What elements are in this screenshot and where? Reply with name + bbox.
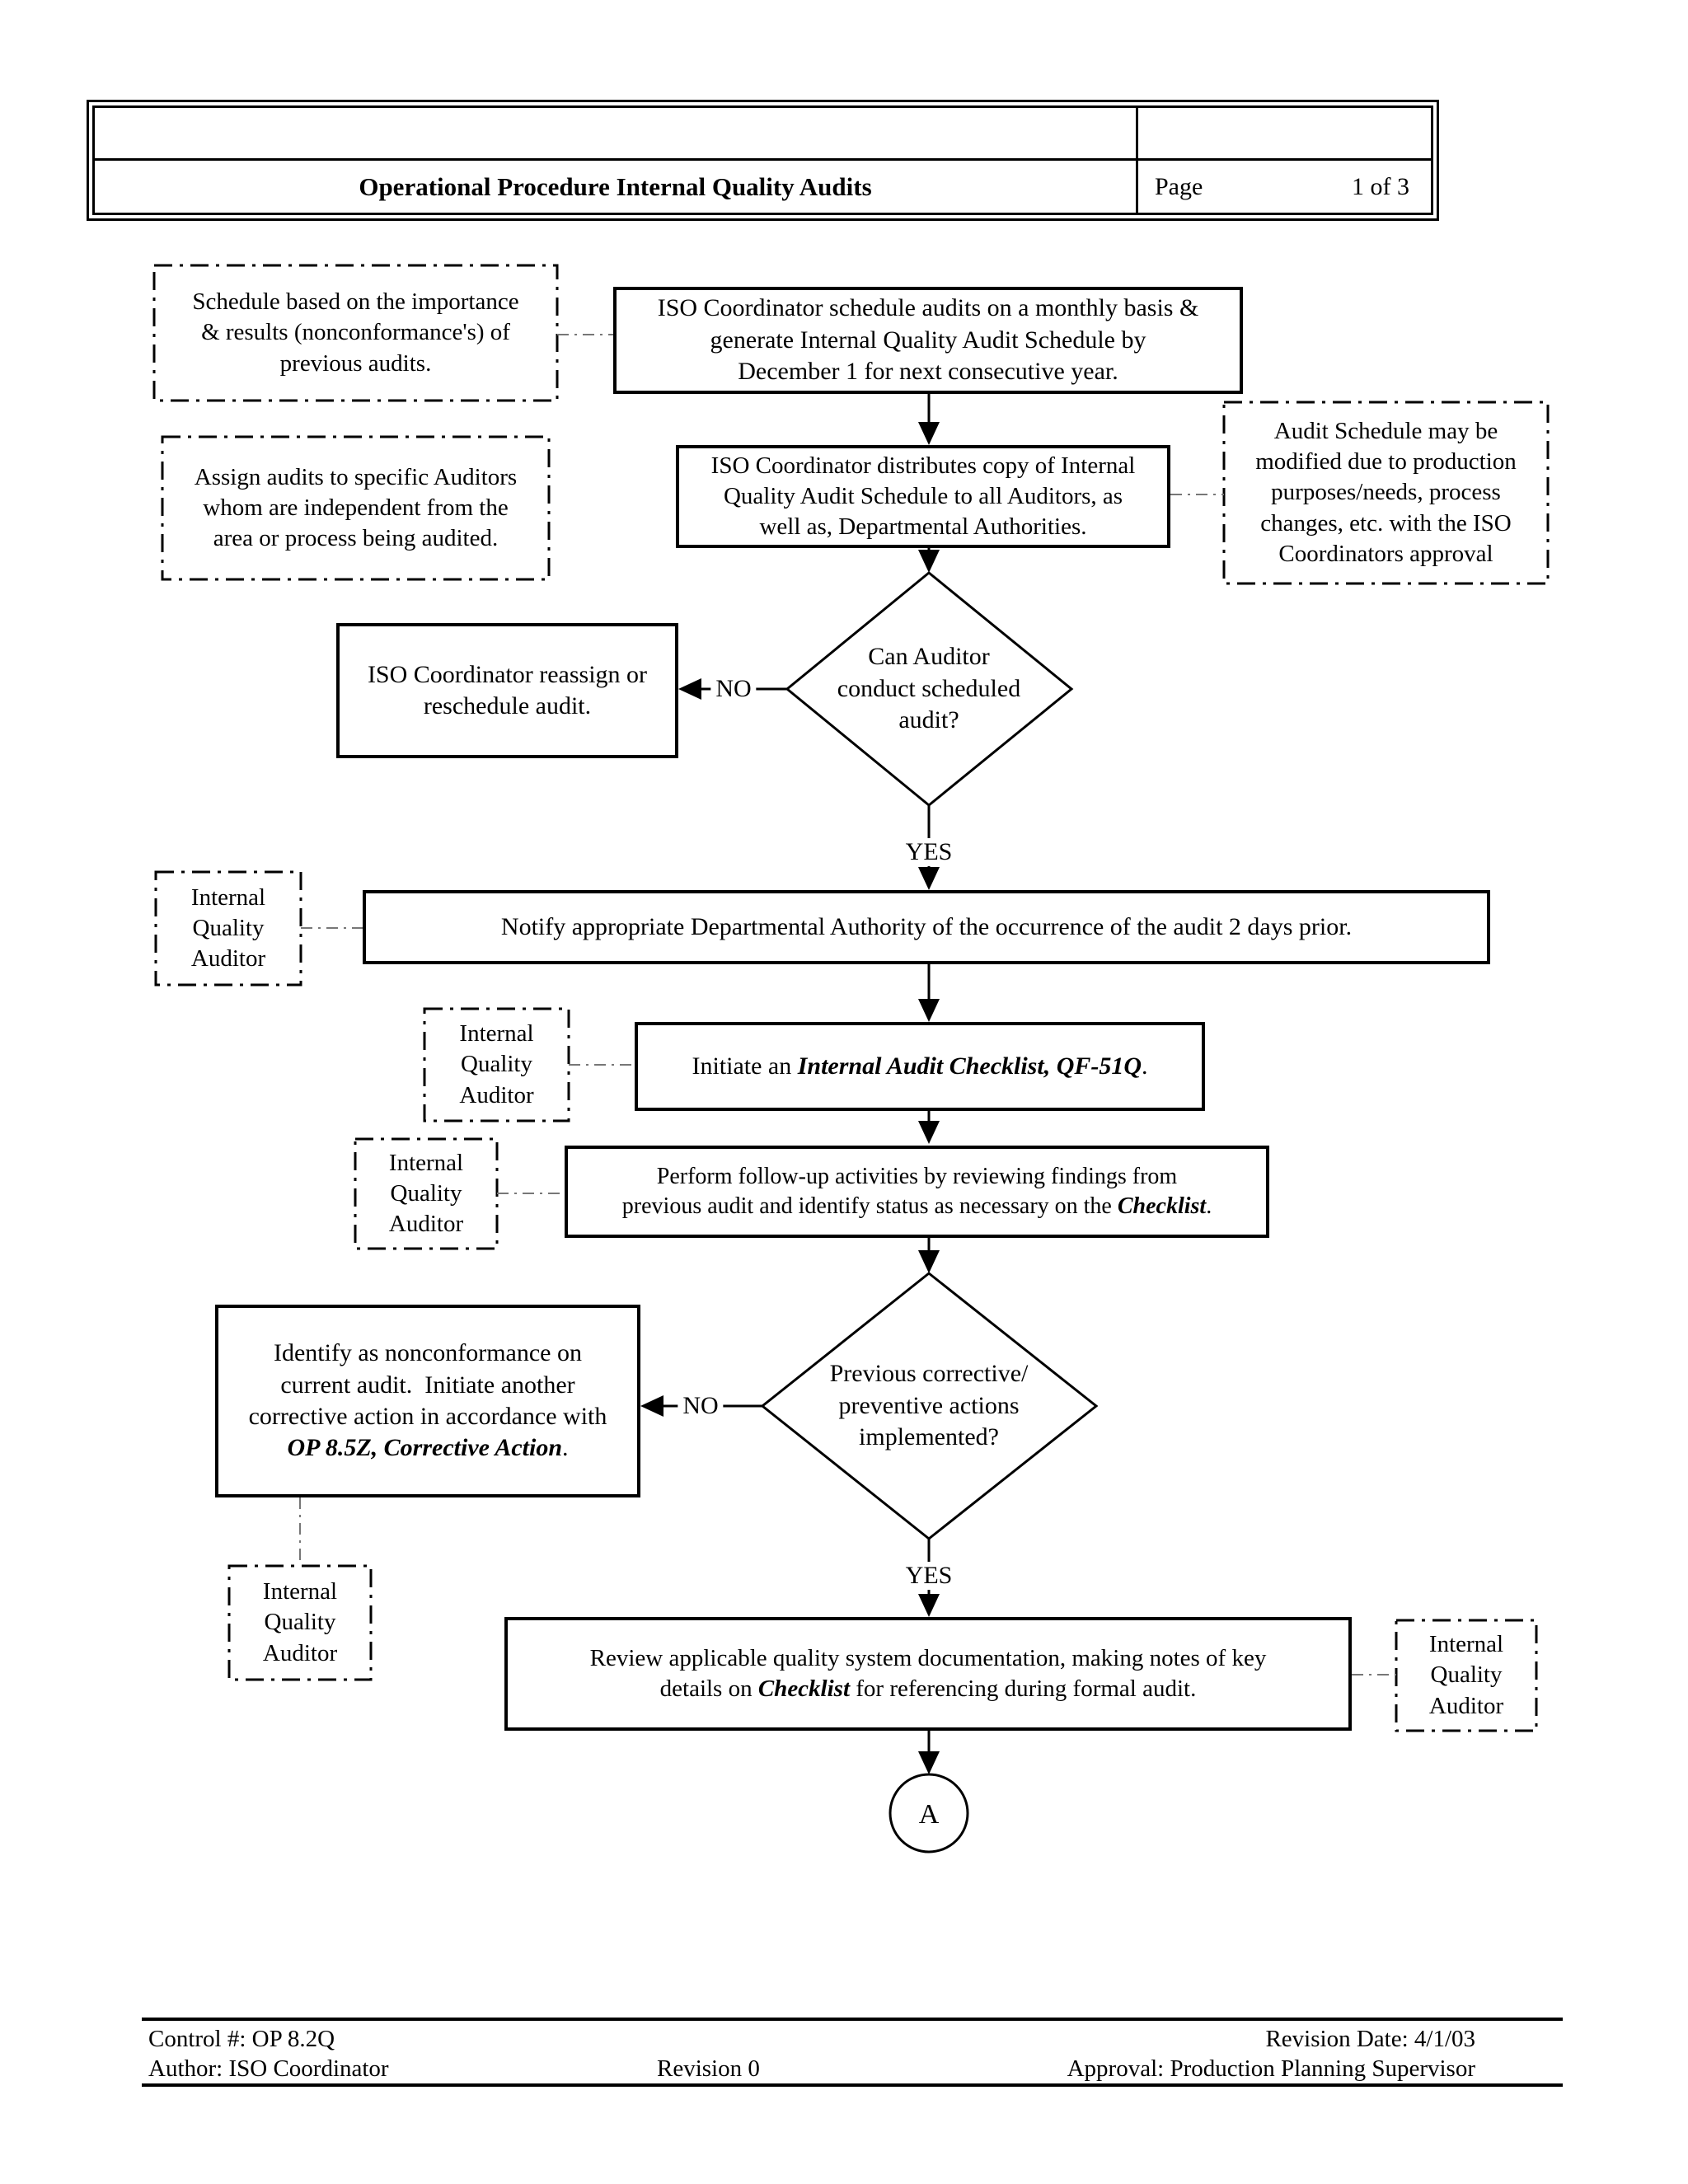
step-review-documentation: Review applicable quality system documen… — [504, 1617, 1352, 1731]
page-number: 1 of 3 — [1352, 172, 1409, 200]
header-cell-blank-left — [95, 108, 1138, 161]
header-cell-blank-right — [1138, 108, 1431, 161]
footer-rule-bottom — [142, 2083, 1563, 2087]
step-followup-activities: Perform follow-up activities by reviewin… — [565, 1146, 1269, 1238]
step-initiate-checklist: Initiate an Internal Audit Checklist, QF… — [635, 1022, 1205, 1111]
header-table: Operational Procedure Internal Quality A… — [87, 100, 1439, 221]
note-schedule-border — [152, 264, 559, 402]
arrowhead-distribute-decision — [918, 550, 940, 573]
arrowhead-notify-initiate — [918, 999, 940, 1022]
offpage-connector-label: A — [918, 1799, 940, 1830]
label-yes-1: YES — [900, 838, 958, 866]
document-title: Operational Procedure Internal Quality A… — [95, 161, 1138, 213]
step-distribute-schedule: ISO Coordinator distributes copy of Inte… — [676, 445, 1170, 548]
role-auditor-4-border — [227, 1564, 373, 1681]
page-cell: Page 1 of 3 — [1138, 161, 1431, 213]
step-schedule-audits: ISO Coordinator schedule audits on a mon… — [613, 287, 1243, 394]
footer-author: Author: ISO Coordinator — [148, 2055, 389, 2082]
arrowhead-schedule-distribute — [918, 422, 940, 445]
note-schedule-basis: Schedule based on the importance& result… — [192, 288, 519, 377]
step-notify-authority: Notify appropriate Departmental Authorit… — [363, 890, 1490, 964]
arrowhead-review-connector — [918, 1751, 940, 1774]
footer-approval: Approval: Production Planning Supervisor — [1067, 2055, 1475, 2082]
footer-control-number: Control #: OP 8.2Q — [148, 2026, 335, 2052]
role-auditor-2-border — [423, 1007, 570, 1122]
role-auditor-1-border — [154, 870, 302, 987]
note-assign-border — [161, 435, 551, 581]
footer-revision: Revision 0 — [657, 2055, 760, 2082]
footer-revision-date: Revision Date: 4/1/03 — [1265, 2026, 1475, 2052]
arrowhead-yes-notify — [918, 867, 940, 890]
arrowhead-no-nonconformance — [640, 1395, 663, 1417]
note-modify-border — [1222, 401, 1550, 585]
label-no-2: NO — [678, 1392, 724, 1420]
label-yes-2: YES — [900, 1562, 958, 1590]
arrowhead-followup-decision — [918, 1250, 940, 1273]
page-label: Page — [1155, 172, 1203, 200]
arrowhead-yes-review — [918, 1594, 940, 1617]
arrowhead-initiate-followup — [918, 1121, 940, 1144]
arrowhead-no-reassign — [678, 678, 701, 700]
label-no-1: NO — [710, 675, 757, 703]
footer-rule-top — [142, 2018, 1563, 2021]
